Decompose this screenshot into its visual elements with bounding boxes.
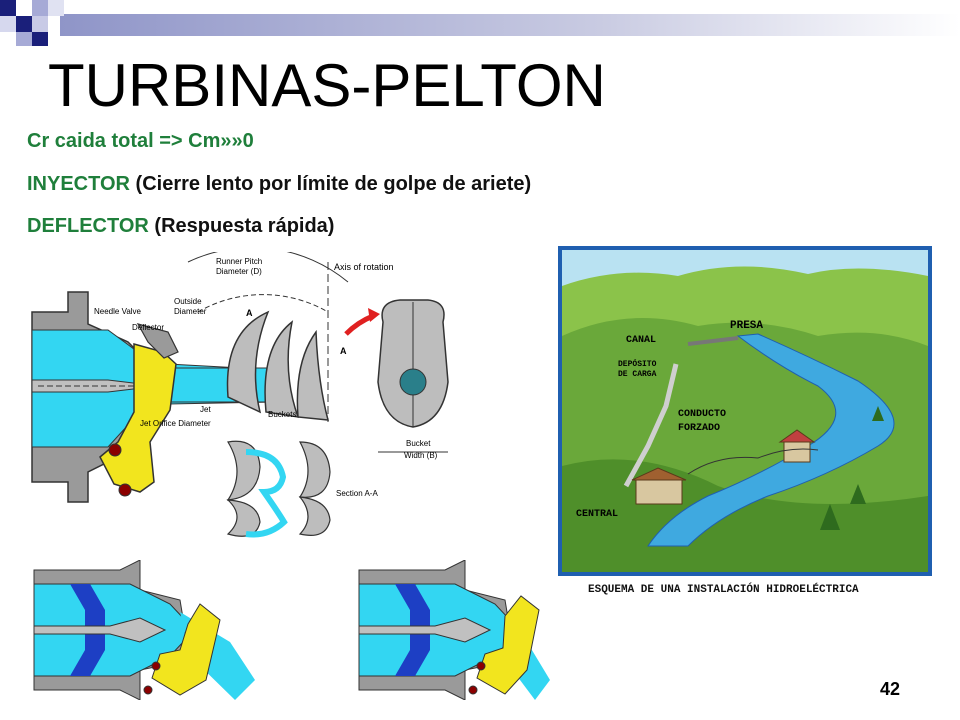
hydro-scheme-illustration: PRESA CANAL DEPÓSITO DE CARGA CONDUCTO F…	[558, 246, 932, 576]
label-deposito: DEPÓSITO	[618, 359, 657, 369]
label-central: CENTRAL	[576, 509, 618, 520]
label-a2: A	[340, 346, 347, 356]
label-buckets: Buckets	[268, 410, 296, 419]
label-runner-pitch: Runner Pitch	[216, 257, 262, 266]
label-bucket-width: Width (B)	[404, 451, 438, 460]
label-jet-orifice: Jet Orifice Diameter	[140, 419, 211, 428]
label-forzado: FORZADO	[678, 423, 720, 434]
label-needle-valve: Needle Valve	[94, 307, 142, 316]
corner-square	[0, 0, 16, 16]
label-conducto: CONDUCTO	[678, 409, 726, 420]
label-outside: Outside	[174, 297, 202, 306]
bullet-line-3: DEFLECTOR (Respuesta rápida)	[27, 215, 335, 237]
injector-view-left	[33, 560, 255, 700]
label-jet: Jet	[200, 405, 211, 414]
label-section: Section A-A	[336, 489, 378, 498]
label-deposito-2: DE CARGA	[618, 370, 657, 379]
pelton-diagram: Runner Pitch Diameter (D) Axis of rotati…	[31, 252, 449, 538]
gradient-bar	[0, 0, 960, 46]
label-outside-2: Diameter	[174, 307, 207, 316]
hydro-caption: ESQUEMA DE UNA INSTALACIÓN HIDROELÉCTRIC…	[588, 584, 859, 596]
top-decoration	[0, 0, 960, 46]
label-axis-rotation: Axis of rotation	[334, 262, 394, 272]
page-number: 42	[880, 679, 901, 699]
bullet-line-2: INYECTOR (Cierre lento por límite de gol…	[27, 173, 532, 195]
injector-view-right	[358, 560, 550, 700]
label-a: A	[246, 308, 253, 318]
bullet-keyword: INYECTOR	[27, 173, 130, 195]
label-presa: PRESA	[730, 320, 763, 332]
bullet-line-1: Cr caida total => Cm»»0	[27, 130, 254, 153]
bullet-keyword: Cr caida total => Cm»»0	[27, 130, 254, 152]
label-runner-pitch-2: Diameter (D)	[216, 267, 262, 276]
label-deflector: Deflector	[132, 323, 164, 332]
label-bucket: Bucket	[406, 439, 431, 448]
label-canal: CANAL	[626, 335, 656, 346]
bullet-keyword: DEFLECTOR	[27, 215, 149, 237]
page-title: TURBINAS-PELTON	[48, 52, 606, 119]
